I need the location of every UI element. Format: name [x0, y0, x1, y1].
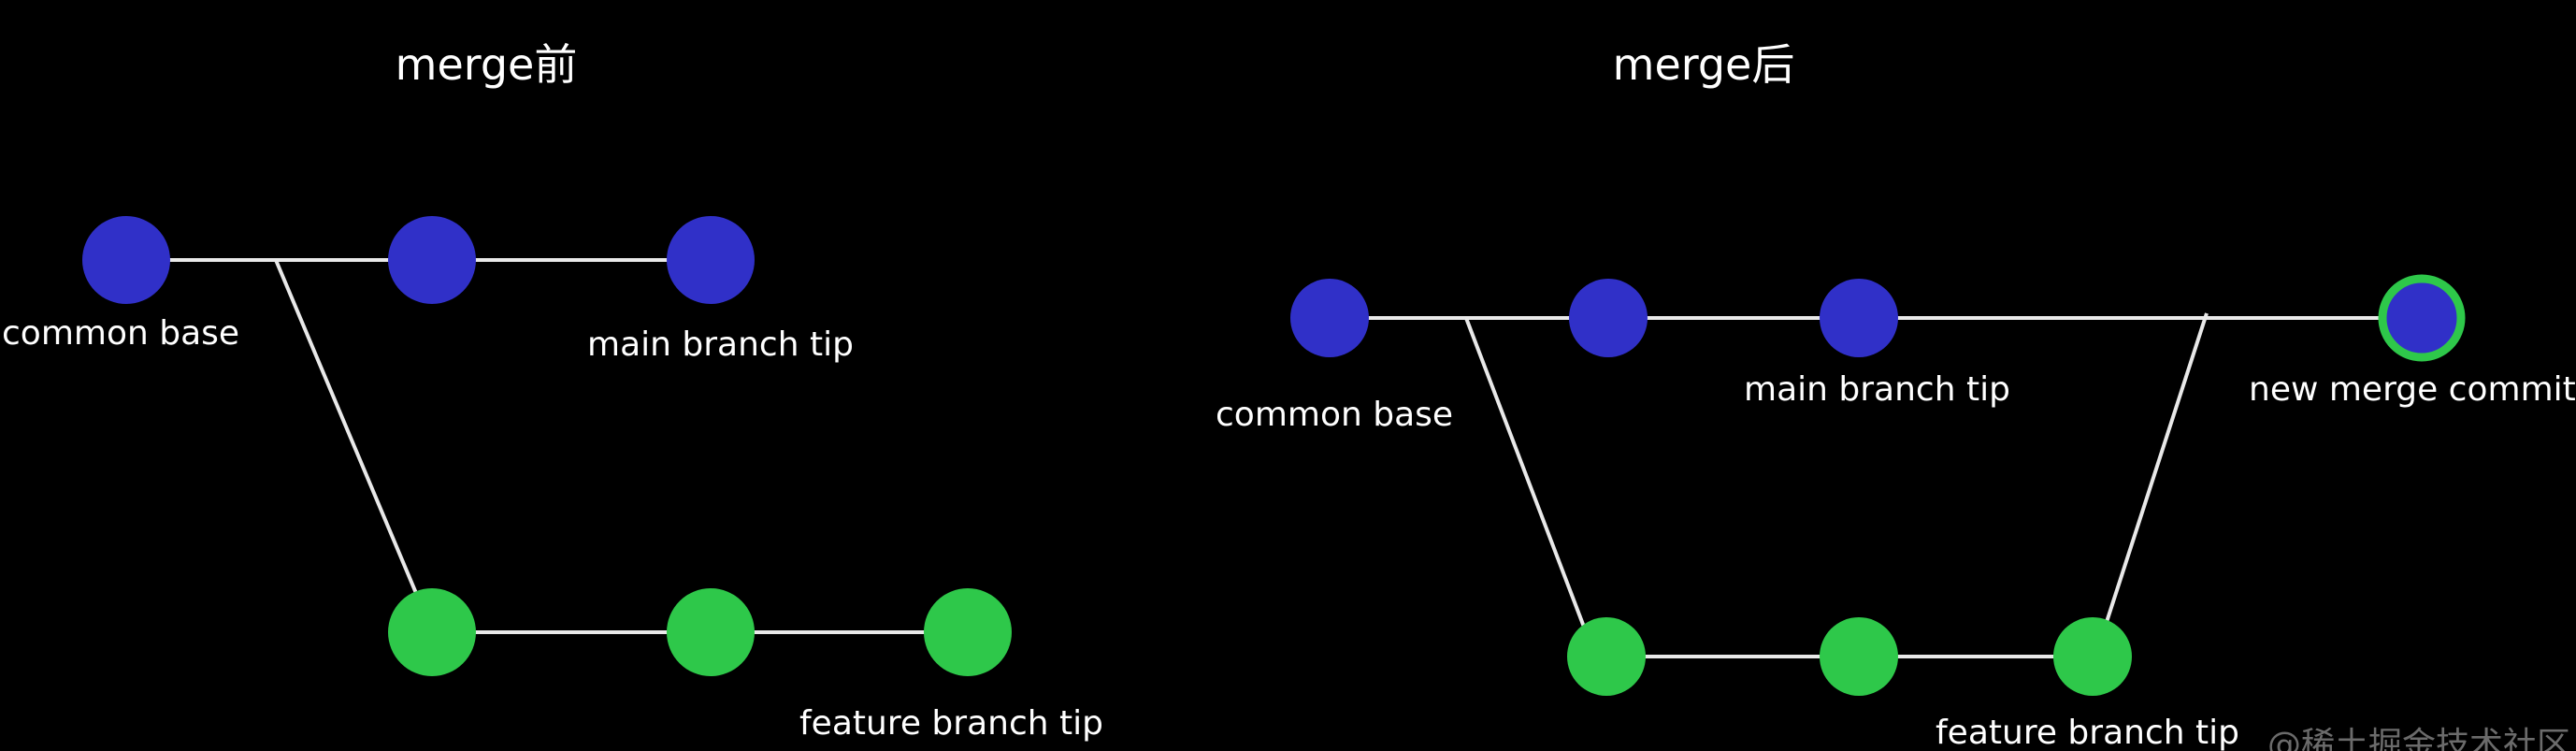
after-merge-panel: merge后 common base main branch tip new m… [1216, 39, 2576, 751]
after-main-commit [1569, 279, 1648, 357]
watermark-text: @稀土掘金技术社区 [2267, 726, 2570, 751]
after-feature-tip-label: feature branch tip [1936, 714, 2239, 751]
before-title: merge前 [396, 39, 578, 90]
before-feature-tip-label: feature branch tip [799, 704, 1103, 743]
before-common-base-commit [82, 216, 170, 304]
before-common-base-label: common base [2, 314, 239, 353]
after-title: merge后 [1613, 39, 1795, 90]
after-feature-commit-1 [1567, 617, 1646, 696]
after-main-tip-commit [1820, 279, 1898, 357]
before-feature-tip-commit [924, 588, 1012, 676]
after-main-tip-label: main branch tip [1744, 370, 2010, 409]
before-main-tip-commit [667, 216, 755, 304]
before-main-commit [388, 216, 476, 304]
before-feature-commit-2 [667, 588, 755, 676]
after-feature-commit-2 [1820, 617, 1898, 696]
before-feature-commit-1 [388, 588, 476, 676]
before-main-tip-label: main branch tip [587, 325, 854, 364]
before-branch-edge [274, 259, 427, 616]
after-branch-edge [1464, 317, 1591, 643]
after-merge-edge [2105, 312, 2209, 623]
before-merge-panel: merge前 common base main branch tip featu… [2, 39, 1103, 743]
after-feature-tip-commit [2053, 617, 2132, 696]
after-common-base-label: common base [1216, 396, 1453, 434]
after-merge-commit [2378, 274, 2466, 362]
after-common-base-commit [1290, 279, 1369, 357]
after-merge-commit-label: new merge commit [2249, 370, 2576, 409]
